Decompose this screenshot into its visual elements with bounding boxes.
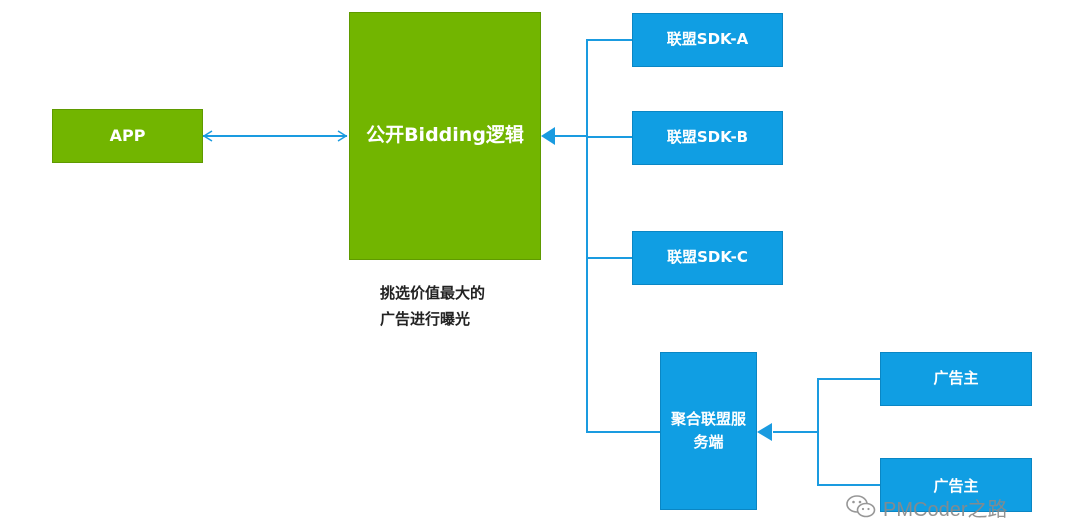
arrow-into-app	[202, 130, 213, 142]
union-sdk-c-node: 联盟SDK-C	[632, 231, 783, 285]
sdk-bus-connector	[586, 39, 660, 433]
union-sdk-a-node: 联盟SDK-A	[632, 13, 783, 67]
arrow-into-bidding-right	[541, 127, 555, 145]
bidding-logic-node: 公开Bidding逻辑	[349, 12, 541, 260]
app-node: APP	[52, 109, 203, 163]
aggregation-server-label: 聚合联盟服 务端	[671, 408, 746, 455]
union-sdk-c-label: 联盟SDK-C	[667, 248, 748, 267]
wechat-icon	[846, 495, 876, 518]
aggregation-server-label-line1: 聚合联盟服	[670, 409, 746, 428]
union-sdk-a-label: 联盟SDK-A	[666, 30, 749, 49]
selection-note: 挑选价值最大的 广告进行曝光	[380, 280, 550, 333]
arrow-into-aggregator	[757, 423, 772, 441]
union-sdk-b-node: 联盟SDK-B	[632, 111, 783, 165]
advertiser-node-2: 广告主	[880, 458, 1032, 512]
selection-note-line1: 挑选价值最大的	[380, 284, 486, 302]
aggregation-server-label-line2: 务端	[693, 433, 724, 451]
advertiser-node-1: 广告主	[880, 352, 1032, 406]
arrow-into-bidding-left	[337, 130, 348, 142]
advertiser-label-1: 广告主	[933, 369, 979, 388]
selection-note-line2: 广告进行曝光	[380, 310, 471, 329]
advertiser-label-2: 广告主	[933, 477, 979, 495]
advertiser-bus-connector	[817, 378, 880, 486]
watermark-text: PMCoder之路	[883, 498, 1008, 521]
watermark: PMCoder之路	[845, 490, 1007, 524]
bidding-logic-label: 公开Bidding逻辑	[366, 124, 524, 147]
aggregation-server-node: 聚合联盟服 务端	[660, 352, 757, 510]
app-label: APP	[109, 125, 146, 145]
union-sdk-b-label: 联盟SDK-B	[666, 128, 749, 147]
